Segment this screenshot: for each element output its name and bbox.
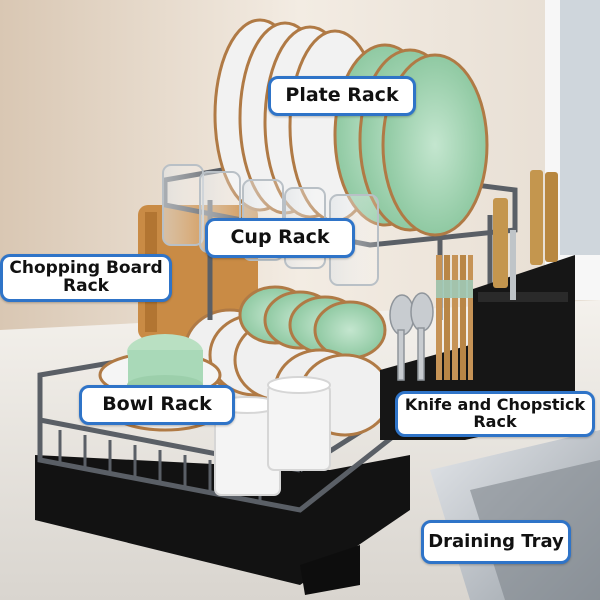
cup-rack-label: Cup Rack bbox=[205, 218, 355, 258]
knife-chopstick-rack-label: Knife and Chopstick Rack bbox=[395, 391, 595, 437]
white-mugs bbox=[214, 376, 331, 496]
draining-tray-label: Draining Tray bbox=[421, 520, 571, 564]
bowl-rack-label: Bowl Rack bbox=[79, 385, 235, 425]
lower-plates bbox=[183, 285, 392, 437]
tray-spout bbox=[300, 545, 360, 595]
window-glass bbox=[560, 0, 600, 255]
chopsticks bbox=[436, 255, 473, 380]
spoons bbox=[389, 292, 434, 381]
plate-rack-label: Plate Rack bbox=[268, 76, 416, 116]
chopping-board-rack-label: Chopping Board Rack bbox=[0, 254, 172, 302]
holder-slot bbox=[478, 292, 568, 302]
draining-tray bbox=[35, 455, 410, 585]
knife-handles bbox=[493, 170, 558, 300]
